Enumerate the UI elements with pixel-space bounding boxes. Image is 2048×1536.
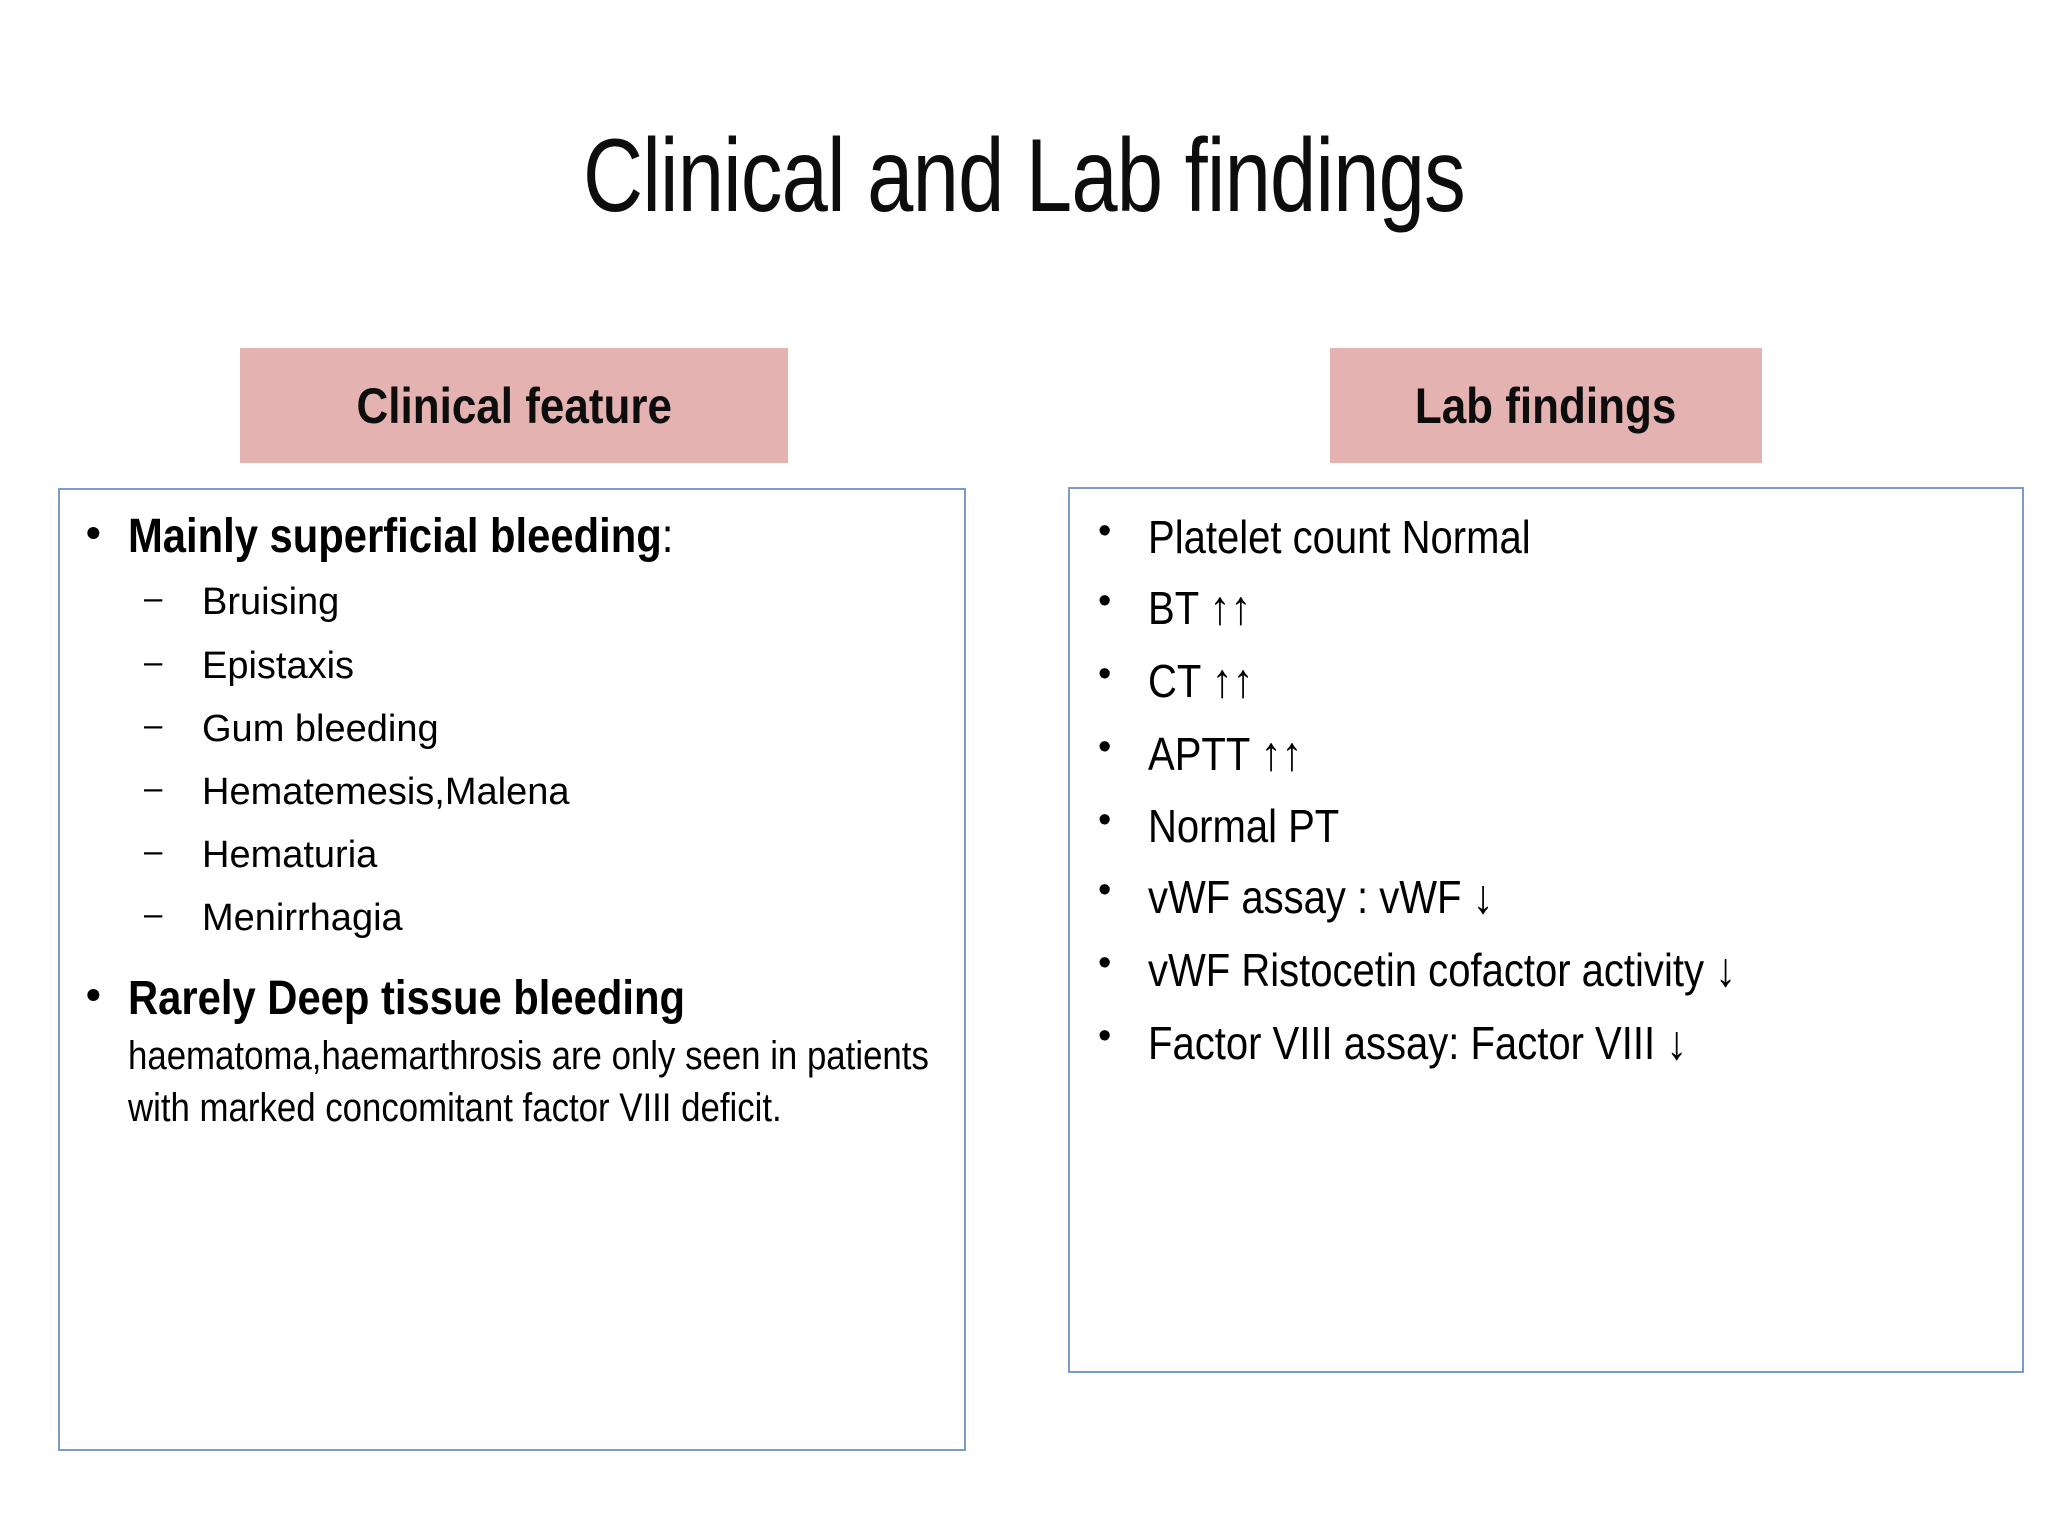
list-item: • APTT ↑↑ (1082, 719, 2012, 792)
list-item: • Normal PT (1082, 792, 2012, 862)
lab-item-0-label: Platelet count Normal (1148, 511, 1531, 563)
lab-item-2-label: CT (1148, 654, 1201, 707)
bullet-text: BT ↑↑ (1148, 573, 2012, 646)
list-item: • Mainly superficial bleeding: (72, 506, 954, 567)
lab-item-3-arrow-icon: ↑↑ (1260, 727, 1303, 781)
bullet-dot-icon: • (1098, 1014, 1112, 1057)
lab-item-7-arrow-icon: ↓ (1666, 1016, 1688, 1070)
clinical-feature-header-band: Clinical feature (240, 348, 788, 463)
list-item: – Hematemesis,Malena (144, 761, 954, 824)
clinical-sublist: – Bruising – Epistaxis – Gum bleeding – … (72, 571, 954, 949)
bullet-text: vWF assay : vWF ↓ (1148, 862, 2012, 935)
lab-item-1-label: BT (1148, 581, 1199, 634)
bullet-text: Rarely Deep tissue bleeding (128, 968, 954, 1029)
list-item: • Rarely Deep tissue bleeding (72, 968, 954, 1029)
lab-item-5-arrow-icon: ↓ (1472, 870, 1494, 924)
clinical-feature-header-label: Clinical feature (356, 377, 672, 434)
list-item: – Hematuria (144, 824, 954, 887)
sub-item-label: Bruising (202, 581, 340, 624)
bullet-dot-icon: • (1098, 868, 1112, 911)
list-item: – Epistaxis (144, 635, 954, 698)
list-item: – Bruising (144, 571, 954, 634)
lab-item-5-label: vWF assay : vWF (1148, 870, 1462, 923)
lab-item-4-label: Normal PT (1148, 799, 1339, 852)
list-item: • Factor VIII assay: Factor VIII ↓ (1082, 1008, 2012, 1081)
lab-findings-content-box: • Platelet count Normal • BT ↑↑ • CT ↑↑ … (1068, 487, 2024, 1373)
lab-item-1-arrow-icon: ↑↑ (1209, 581, 1252, 635)
lab-item-2-arrow-icon: ↑↑ (1211, 654, 1254, 708)
bullet-text: Normal PT (1148, 792, 2012, 862)
list-item: • vWF assay : vWF ↓ (1082, 862, 2012, 935)
list-item: • CT ↑↑ (1082, 646, 2012, 719)
list-item: – Menirrhagia (144, 887, 954, 950)
clinical-item-1-paragraph-wrapper: haematoma,haemarthrosis are only seen in… (72, 1031, 954, 1133)
clinical-item-0-label: Mainly superficial bleeding (128, 510, 662, 563)
sub-item-label: Gum bleeding (202, 707, 439, 750)
bullet-dot-icon: • (1098, 941, 1112, 984)
dash-marker-icon: – (144, 894, 163, 932)
dash-marker-icon: – (144, 705, 163, 743)
sub-item-label: Hematuria (202, 833, 378, 876)
clinical-item-1-label: Rarely Deep tissue bleeding (128, 971, 685, 1025)
lab-bullet-list: • Platelet count Normal • BT ↑↑ • CT ↑↑ … (1082, 503, 2012, 1081)
bullet-dot-icon: • (1098, 510, 1112, 552)
clinical-feature-content-box: • Mainly superficial bleeding: – Bruisin… (58, 488, 966, 1451)
bullet-dot-icon: • (86, 970, 101, 1018)
clinical-item-1-paragraph: haematoma,haemarthrosis are only seen in… (128, 1034, 929, 1130)
list-item: – Gum bleeding (144, 698, 954, 761)
page-title: Clinical and Lab findings (583, 118, 1466, 234)
lab-item-3-label: APTT (1148, 727, 1250, 780)
bullet-dot-icon: • (1098, 579, 1112, 622)
list-item: • vWF Ristocetin cofactor activity ↓ (1082, 935, 2012, 1008)
lab-item-7-label: Factor VIII assay: Factor VIII (1148, 1016, 1656, 1069)
bullet-text: Platelet count Normal (1148, 503, 2012, 573)
bullet-dot-icon: • (1098, 798, 1112, 841)
bullet-text: APTT ↑↑ (1148, 719, 2012, 792)
sub-item-label: Epistaxis (202, 644, 355, 687)
lab-findings-header-label: Lab findings (1415, 377, 1677, 434)
dash-marker-icon: – (144, 642, 163, 680)
dash-marker-icon: – (144, 831, 163, 869)
bullet-dot-icon: • (1098, 652, 1112, 695)
bullet-text: Mainly superficial bleeding: (128, 506, 954, 567)
sub-item-label: Menirrhagia (202, 896, 403, 939)
bullet-text: Factor VIII assay: Factor VIII ↓ (1148, 1008, 2012, 1081)
dash-marker-icon: – (144, 768, 163, 806)
lab-findings-header-band: Lab findings (1330, 348, 1762, 463)
lab-item-6-label: vWF Ristocetin cofactor activity (1148, 943, 1704, 996)
lab-item-6-arrow-icon: ↓ (1715, 943, 1736, 997)
bullet-text: CT ↑↑ (1148, 646, 2012, 719)
bullet-text: vWF Ristocetin cofactor activity ↓ (1148, 935, 1908, 1008)
clinical-bullet-list: • Mainly superficial bleeding: – Bruisin… (72, 506, 954, 1134)
sub-item-label: Hematemesis,Malena (202, 770, 570, 813)
bullet-dot-icon: • (86, 509, 101, 556)
clinical-item-0-colon: : (661, 510, 674, 563)
dash-marker-icon: – (144, 579, 163, 617)
list-item: • BT ↑↑ (1082, 573, 2012, 646)
bullet-dot-icon: • (1098, 725, 1112, 768)
list-item: • Platelet count Normal (1082, 503, 2012, 573)
